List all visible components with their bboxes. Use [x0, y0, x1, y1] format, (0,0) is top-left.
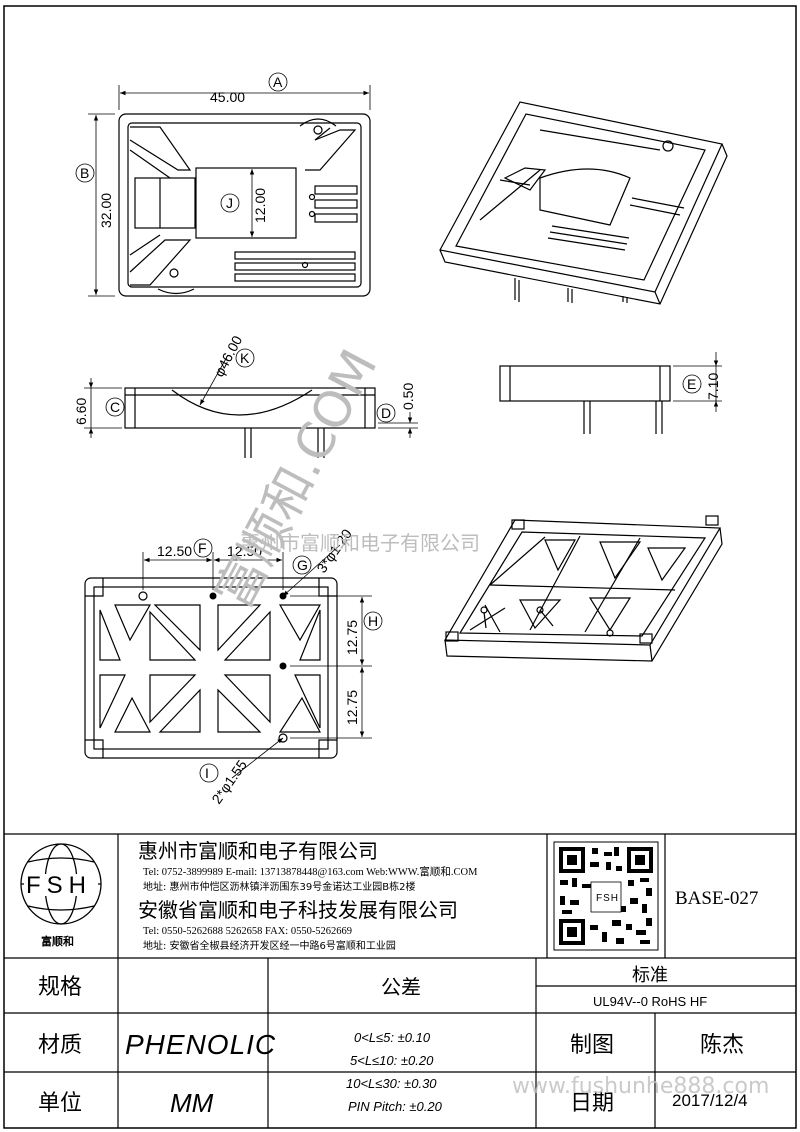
- material-label: 材质: [38, 1033, 82, 1058]
- unit-label: 单位: [38, 1091, 82, 1116]
- drawn-label: 制图: [570, 1033, 614, 1058]
- front-view-dimensions: [84, 348, 418, 438]
- marker-c: C: [110, 399, 120, 415]
- iso-view-bottom: [443, 515, 723, 662]
- side-view-dimensions: [673, 352, 722, 412]
- bottom-view: [84, 577, 338, 759]
- marker-f: F: [198, 540, 207, 556]
- tolerance-line-1: 0<L≤5: ±0.10: [354, 1030, 431, 1045]
- title-block-grid: [4, 833, 796, 1128]
- dim-pitch-y1: 12.75: [344, 620, 360, 655]
- dim-side-height: 7.10: [705, 373, 721, 400]
- company-1-tel: Tel: 0752-3899989 E-mail: 13713878448@16…: [143, 865, 478, 878]
- company-2-name: 安徽省富顺和电子科技发展有限公司: [138, 898, 458, 922]
- unit-value: MM: [170, 1088, 214, 1118]
- logo-caption: 富顺和: [41, 934, 74, 948]
- website-watermark: www.fushunhe888.com: [512, 1074, 769, 1099]
- front-view: [124, 387, 376, 458]
- tolerance-line-4: PIN Pitch: ±0.20: [348, 1099, 443, 1114]
- standard-value: UL94V--0 RoHS HF: [593, 994, 707, 1009]
- top-view-dimensions: [75, 72, 371, 297]
- marker-g: G: [297, 557, 308, 573]
- tolerance-line-3: 10<L≤30: ±0.30: [346, 1076, 437, 1091]
- dim-width: 45.00: [210, 89, 245, 105]
- watermark-brand: 富顺和.COM: [204, 340, 388, 617]
- standard-label: 标准: [632, 965, 668, 986]
- material-value: PHENOLIC: [125, 1029, 276, 1060]
- dim-step: 0.50: [400, 383, 416, 410]
- qr-code: FSH: [553, 841, 659, 951]
- qr-center-logo-text: FSH: [596, 893, 619, 904]
- dim-pitch-y2: 12.75: [344, 690, 360, 725]
- date-value: 2017/12/4: [672, 1091, 748, 1110]
- sheet-border: [3, 5, 797, 1129]
- spec-label: 规格: [38, 975, 82, 1000]
- company-1-name: 惠州市富顺和电子有限公司: [138, 839, 378, 863]
- tolerance-label: 公差: [381, 975, 421, 999]
- marker-j: J: [226, 195, 233, 211]
- marker-k: K: [240, 350, 250, 366]
- tolerance-line-2: 5<L≤10: ±0.20: [350, 1053, 434, 1068]
- dim-pitch-x1: 12.50: [157, 543, 192, 559]
- dim-base-height: 6.60: [73, 398, 89, 425]
- marker-e: E: [687, 376, 696, 392]
- side-view: [499, 365, 671, 434]
- dim-hole-i: 2*φ1.55: [208, 757, 250, 807]
- company-1-address: 地址: 惠州市仲恺区沥林镇泮沥围东39号金诺达工业园B栋2楼: [143, 880, 416, 893]
- watermark-company: 惠州市富顺和电子有限公司: [240, 531, 480, 555]
- company-2-tel: Tel: 0550-5262688 5262658 FAX: 0550-5262…: [143, 926, 352, 937]
- marker-d: D: [381, 405, 391, 421]
- marker-a: A: [273, 74, 283, 90]
- marker-h: H: [368, 613, 378, 629]
- dim-pitch-x2: 12.50: [227, 543, 262, 559]
- top-view: [118, 113, 371, 297]
- drawn-value: 陈杰: [700, 1033, 744, 1058]
- marker-b: B: [80, 165, 89, 181]
- dim-height: 32.00: [98, 193, 114, 228]
- date-label: 日期: [570, 1091, 614, 1116]
- dim-slot: 12.00: [252, 188, 268, 223]
- iso-view-top: [439, 101, 728, 305]
- marker-i: I: [205, 765, 209, 781]
- logo-text: FSH: [26, 872, 92, 899]
- bottom-view-dimensions: [142, 538, 383, 783]
- part-number: BASE-027: [675, 888, 758, 909]
- company-2-address: 地址: 安徽省全椒县经济开发区经一中路6号富顺和工业园: [143, 939, 396, 952]
